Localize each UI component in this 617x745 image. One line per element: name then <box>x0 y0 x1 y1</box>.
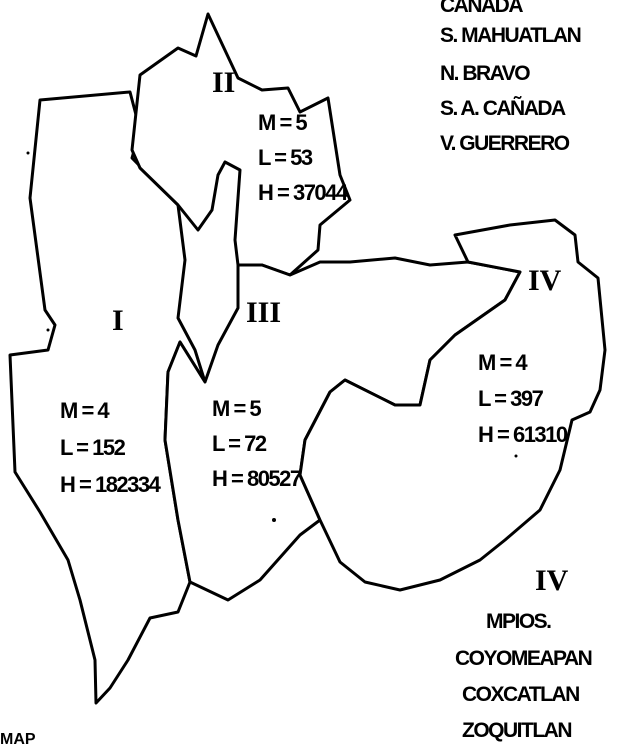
legend-bottom-heading: MPIOS. <box>486 610 551 633</box>
region-ii-m: M = 5 <box>258 110 307 135</box>
legend-bottom-item: COYOMEAPAN <box>455 647 592 670</box>
legend-top-item: CAÑADA <box>440 0 523 17</box>
legend-bottom-item: ZOQUITLAN <box>462 719 571 742</box>
region-iv-numeral: IV <box>528 264 562 297</box>
region-iii-l: L = 72 <box>212 431 267 456</box>
region-i[interactable] <box>8 90 207 705</box>
region-iii-numeral: III <box>246 296 281 329</box>
region-iii-h: H = 80527 <box>212 466 302 491</box>
legend-top-item: S. A. CAÑADA <box>440 97 566 120</box>
legend-bottom: IV MPIOS. COYOMEAPAN COXCATLAN ZOQUITLAN <box>455 564 593 742</box>
legend-top: CAÑADA S. MAHUATLAN N. BRAVO S. A. CAÑAD… <box>440 0 582 155</box>
corner-text: MAP <box>0 731 36 745</box>
region-ii-l: L = 53 <box>258 145 313 170</box>
legend-top-item: N. BRAVO <box>440 62 530 85</box>
region-iv-m: M = 4 <box>478 350 528 375</box>
region-i-numeral: I <box>112 304 124 337</box>
map-speck <box>46 328 50 332</box>
legend-top-item: S. MAHUATLAN <box>440 24 581 47</box>
legend-top-item: V. GUERRERO <box>440 132 570 155</box>
region-ii[interactable] <box>130 12 352 277</box>
region-i-h: H = 182334 <box>60 472 162 497</box>
legend-bottom-item: COXCATLAN <box>462 683 579 706</box>
region-iv[interactable] <box>298 218 607 592</box>
map-speck <box>514 454 518 458</box>
region-ii-h: H = 37044 <box>258 180 349 205</box>
map-speck <box>26 151 30 155</box>
map-speck <box>272 518 276 522</box>
legend-bottom-numeral: IV <box>535 564 569 597</box>
region-i-m: M = 4 <box>60 398 110 423</box>
region-iii-m: M = 5 <box>212 396 261 421</box>
region-i-l: L = 152 <box>60 435 126 460</box>
region-iv-l: L = 397 <box>478 386 544 411</box>
region-iv-h: H = 61310 <box>478 422 568 447</box>
region-ii-numeral: II <box>212 66 235 99</box>
